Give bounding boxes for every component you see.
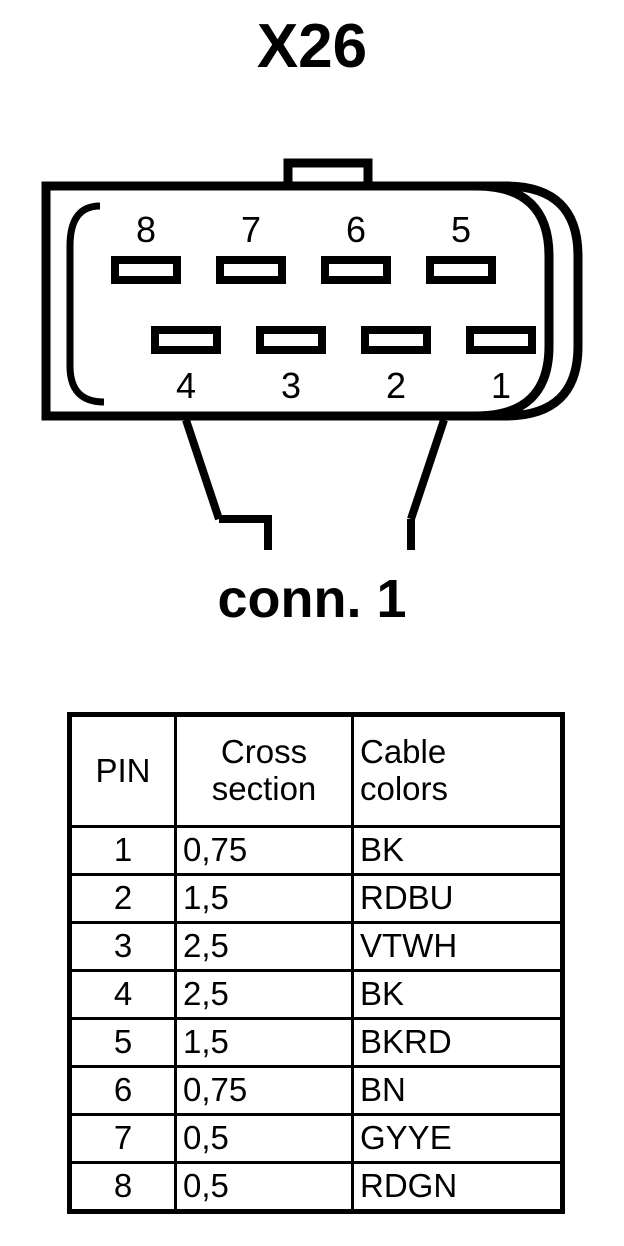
pin-label-8: 8 <box>135 209 157 250</box>
connector-name-label: conn. 1 <box>217 569 407 629</box>
header-cable-colors: Cable colors <box>351 713 564 828</box>
pin-label-3: 3 <box>280 365 302 406</box>
cell-cable-color: RDBU <box>351 873 564 924</box>
cell-pin: 6 <box>68 1065 177 1116</box>
pin-slot-4 <box>151 326 221 354</box>
pin-slot-1 <box>466 326 536 354</box>
cell-cross-section: 0,5 <box>174 1113 354 1164</box>
connector-latch-tab <box>283 158 373 186</box>
cell-pin: 8 <box>68 1161 177 1213</box>
pin-slot-3 <box>256 326 326 354</box>
cell-cross-section: 2,5 <box>174 921 354 972</box>
cell-cross-section: 1,5 <box>174 873 354 924</box>
cell-cable-color: BK <box>351 969 564 1020</box>
cell-cable-color: BN <box>351 1065 564 1116</box>
pin-label-5: 5 <box>450 209 472 250</box>
cell-cross-section: 0,5 <box>174 1161 354 1213</box>
cell-cable-color: GYYE <box>351 1113 564 1164</box>
header-cross-section-line1: Cross <box>220 733 308 771</box>
pin-label-4: 4 <box>175 365 197 406</box>
pin-label-1: 1 <box>490 365 512 406</box>
header-cross-section: Cross section <box>174 713 354 828</box>
pin-label-2: 2 <box>385 365 407 406</box>
cell-pin: 7 <box>68 1113 177 1164</box>
pin-slot-5 <box>426 256 496 284</box>
cell-pin: 4 <box>68 969 177 1020</box>
pin-slot-8 <box>111 256 181 284</box>
connector-outer-shell <box>41 181 583 421</box>
cell-pin: 1 <box>68 825 177 876</box>
cell-pin: 2 <box>68 873 177 924</box>
table-header-row: PIN Cross section Cable colors <box>68 713 564 828</box>
pin-label-6: 6 <box>345 209 367 250</box>
cell-cable-color: VTWH <box>351 921 564 972</box>
header-cross-section-line2: section <box>211 770 317 807</box>
strain-relief-right-edge <box>407 418 448 521</box>
page-title: X26 <box>256 12 368 81</box>
header-cable-colors-line2: colors <box>360 770 449 807</box>
pin-slot-7 <box>216 256 286 284</box>
pin-label-7: 7 <box>240 209 262 250</box>
cell-cross-section: 2,5 <box>174 969 354 1020</box>
connector-inner-body <box>41 181 554 421</box>
cell-cross-section: 1,5 <box>174 1017 354 1068</box>
strain-relief-notch-profile <box>219 515 415 550</box>
cell-cable-color: RDGN <box>351 1161 564 1213</box>
pin-slot-6 <box>321 256 391 284</box>
header-cable-colors-line1: Cable <box>360 733 447 771</box>
cell-cable-color: BK <box>351 825 564 876</box>
header-pin: PIN <box>68 713 177 828</box>
connector-diagram <box>41 158 583 550</box>
cell-pin: 5 <box>68 1017 177 1068</box>
pin-slot-2 <box>361 326 431 354</box>
cell-pin: 3 <box>68 921 177 972</box>
strain-relief-left-edge <box>182 418 223 521</box>
cell-cross-section: 0,75 <box>174 1065 354 1116</box>
cell-cross-section: 0,75 <box>174 825 354 876</box>
connector-inner-face-edge <box>66 202 105 406</box>
cell-cable-color: BKRD <box>351 1017 564 1068</box>
